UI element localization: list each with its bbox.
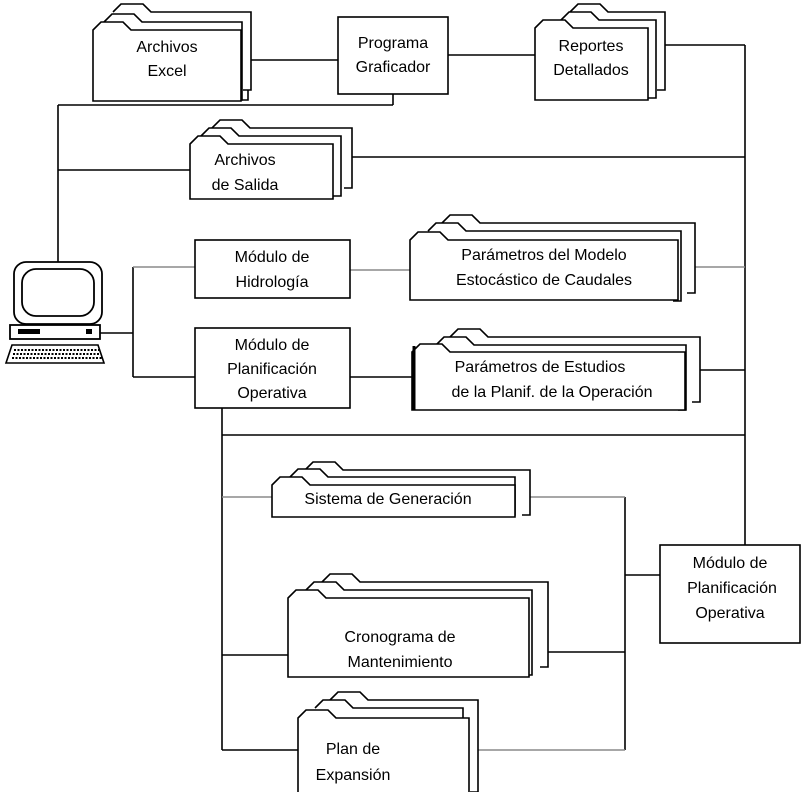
- modulo-hidrologia-node: Módulo de Hidrología: [194, 239, 351, 299]
- modulo-planificacion-line-3: Operativa: [237, 385, 306, 402]
- modulo-planificacion-lower-line-2: Planificación: [687, 580, 777, 597]
- cronograma-node: Cronograma de Mantenimiento: [287, 573, 549, 678]
- modulo-planificacion-node: Módulo de Planificación Operativa: [194, 327, 351, 409]
- programa-graficador-node: Programa Graficador: [337, 16, 449, 95]
- modulo-planificacion-line-2: Planificación: [227, 361, 317, 378]
- reportes-detallados-node: Reportes Detallados: [534, 3, 666, 101]
- modulo-planificacion-lower-line-1: Módulo de: [693, 555, 768, 572]
- computer-icon: [4, 261, 106, 364]
- parametros-modelo-line-2: Estocástico de Caudales: [456, 272, 632, 289]
- modulo-planificacion-line-1: Módulo de: [235, 337, 310, 354]
- modulo-planificacion-lower-node: Módulo de Planificación Operativa: [659, 544, 801, 644]
- archivos-salida-line-1: Archivos: [214, 152, 275, 169]
- programa-graficador-line-1: Programa: [358, 35, 428, 52]
- plan-expansion-line-2: Expansión: [316, 767, 391, 784]
- reportes-detallados-line-1: Reportes: [559, 38, 624, 55]
- parametros-modelo-line-1: Parámetros del Modelo: [461, 247, 627, 264]
- archivos-salida-node: Archivos de Salida: [189, 119, 353, 200]
- modulo-hidrologia-line-1: Módulo de: [235, 249, 310, 266]
- reportes-detallados-line-2: Detallados: [553, 62, 629, 79]
- parametros-estudios-line-1: Parámetros de Estudios: [455, 359, 626, 376]
- archivos-salida-line-2: de Salida: [212, 177, 279, 194]
- archivos-excel-line-2: Excel: [147, 63, 186, 80]
- connectors: [57, 44, 746, 751]
- cronograma-line-2: Mantenimiento: [348, 654, 453, 671]
- archivos-excel-node: Archivos Excel: [92, 3, 252, 102]
- modulo-hidrologia-line-2: Hidrología: [236, 274, 309, 291]
- plan-expansion-node: Plan de Expansión: [297, 691, 479, 794]
- sistema-generacion-label: Sistema de Generación: [304, 491, 471, 508]
- programa-graficador-line-2: Graficador: [356, 59, 431, 76]
- archivos-excel-line-1: Archivos: [136, 39, 197, 56]
- cronograma-line-1: Cronograma de: [344, 629, 455, 646]
- modulo-planificacion-lower-line-3: Operativa: [695, 605, 764, 622]
- sistema-generacion-node: Sistema de Generación: [271, 461, 531, 518]
- plan-expansion-line-1: Plan de: [326, 741, 380, 758]
- parametros-modelo-node: Parámetros del Modelo Estocástico de Cau…: [409, 214, 696, 302]
- parametros-estudios-line-2: de la Planif. de la Operación: [451, 384, 652, 401]
- parametros-estudios-node: Parámetros de Estudios de la Planif. de …: [411, 328, 701, 411]
